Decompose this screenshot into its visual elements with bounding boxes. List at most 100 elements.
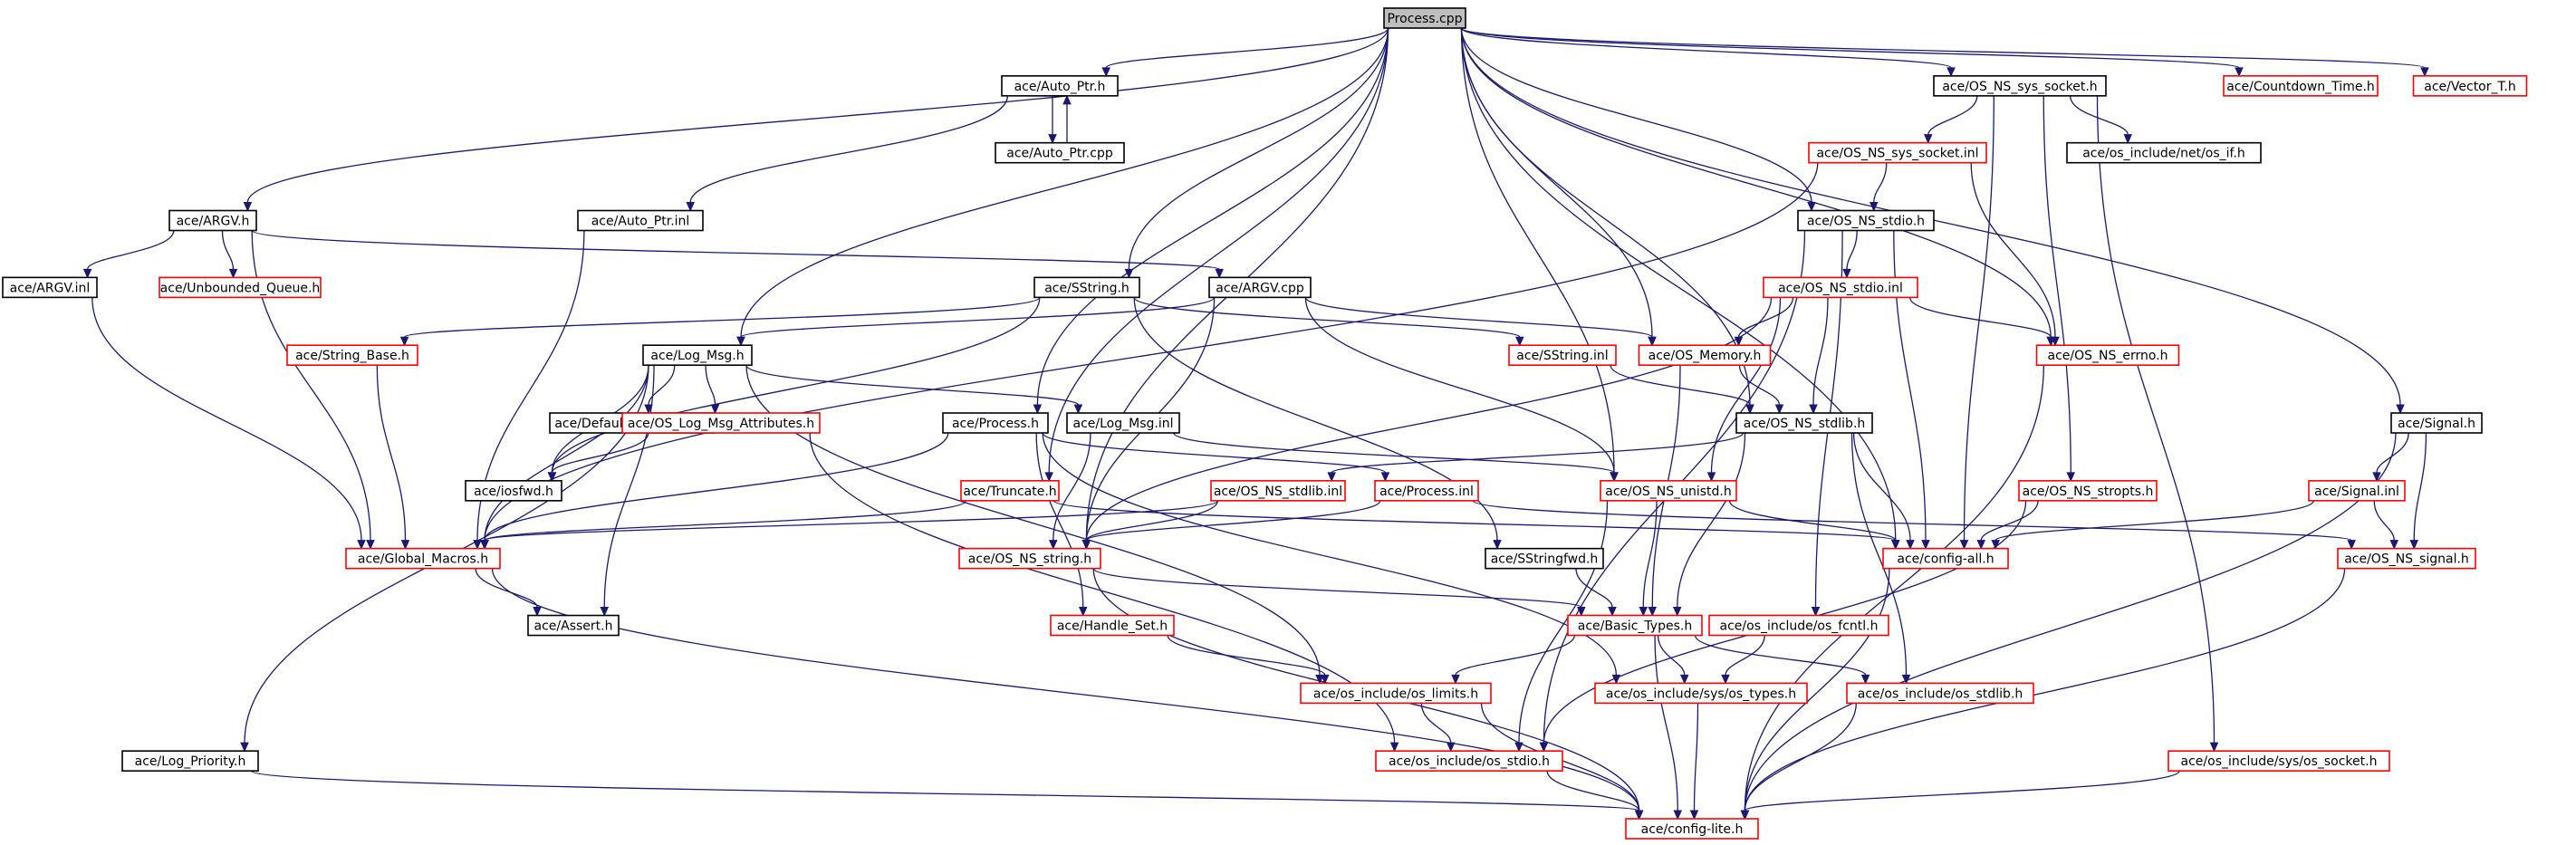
edge-line <box>1128 27 1389 270</box>
edge-os-include-os-limits-h-to-os-include-os-stdio-h <box>1420 703 1456 753</box>
edge-arrowhead <box>1577 607 1586 617</box>
node-unbounded-queue-h[interactable]: ace/Unbounded_Queue.h <box>159 276 322 299</box>
node-sstring-h[interactable]: ace/SString.h <box>1033 276 1140 299</box>
node-os-include-os-stdio-h[interactable]: ace/os_include/os_stdio.h <box>1375 750 1563 772</box>
node-process-inl[interactable]: ace/Process.inl <box>1374 480 1479 502</box>
node-string-base-h[interactable]: ace/String_Base.h <box>286 344 418 366</box>
edge-line <box>1710 297 1782 473</box>
node-argv-cpp[interactable]: ace/ARGV.cpp <box>1208 276 1312 299</box>
node-box <box>1508 344 1617 366</box>
edge-sstring-h-to-sstring-inl <box>1133 296 1524 347</box>
node-os-memory-h[interactable]: ace/OS_Memory.h <box>1638 344 1772 366</box>
edge-arrowhead <box>228 268 238 279</box>
edge-arrowhead <box>1320 674 1330 685</box>
node-os-include-os-limits-h[interactable]: ace/os_include/os_limits.h <box>1300 682 1492 705</box>
node-log-msg-h[interactable]: ace/Log_Msg.h <box>642 344 753 366</box>
node-os-ns-stdio-inl[interactable]: ace/OS_NS_stdio.inl <box>1763 276 1918 299</box>
edge-line <box>86 230 175 270</box>
node-os-ns-stropts-h[interactable]: ace/OS_NS_stropts.h <box>2018 480 2158 502</box>
edge-line <box>745 364 1080 406</box>
node-os-include-os-stdlib-h[interactable]: ace/os_include/os_stdlib.h <box>1846 682 2034 705</box>
node-os-ns-sys-socket-h[interactable]: ace/OS_NS_sys_socket.h <box>1933 75 2107 97</box>
node-os-ns-signal-h[interactable]: ace/OS_NS_signal.h <box>2337 547 2476 570</box>
edge-line <box>1744 703 1857 811</box>
node-os-log-msg-attributes-h[interactable]: ace/OS_Log_Msg_Attributes.h <box>621 412 821 434</box>
node-box <box>1625 818 1759 840</box>
edge-arrowhead <box>1809 404 1818 415</box>
node-auto-ptr-inl[interactable]: ace/Auto_Ptr.inl <box>577 209 704 232</box>
node-label: ace/Basic_Types.h <box>1578 619 1692 634</box>
node-assert-h[interactable]: ace/Assert.h <box>527 614 620 637</box>
node-basic-types-h[interactable]: ace/Basic_Types.h <box>1567 614 1703 637</box>
node-global-macros-h[interactable]: ace/Global_Macros.h <box>345 547 501 570</box>
node-handle-set-h[interactable]: ace/Handle_Set.h <box>1050 614 1175 637</box>
edge-line <box>1744 433 2397 811</box>
node-process-h[interactable]: ace/Process.h <box>942 412 1049 434</box>
node-sstring-inl[interactable]: ace/SString.inl <box>1508 344 1617 366</box>
node-os-ns-string-h[interactable]: ace/OS_NS_string.h <box>958 547 1101 570</box>
edge-line <box>1980 500 2039 541</box>
node-box <box>286 344 418 366</box>
node-os-ns-sys-socket-inl[interactable]: ace/OS_NS_sys_socket.inl <box>1808 141 1987 164</box>
node-truncate-h[interactable]: ace/Truncate.h <box>960 480 1060 502</box>
node-argv-inl[interactable]: ace/ARGV.inl <box>2 276 98 299</box>
node-label: ace/OS_NS_unistd.h <box>1605 485 1732 499</box>
edge-arrowhead <box>240 742 249 753</box>
edge-line <box>1085 297 1773 541</box>
node-label: ace/SStringfwd.h <box>1491 552 1599 567</box>
node-config-lite-h[interactable]: ace/config-lite.h <box>1625 818 1759 840</box>
node-argv-h[interactable]: ace/ARGV.h <box>168 209 257 232</box>
edge-line <box>1048 27 1389 473</box>
node-log-msg-inl[interactable]: ace/Log_Msg.inl <box>1066 412 1180 434</box>
edge-sstring-h-to-iosfwd-h <box>547 297 1041 483</box>
node-label: ace/OS_NS_stdlib.inl <box>1214 485 1342 499</box>
edge-line <box>1133 296 1521 338</box>
node-label: ace/OS_NS_stdio.inl <box>1778 281 1903 295</box>
edge-arrowhead <box>1446 742 1456 753</box>
edge-process-inl-to-os-ns-signal-h <box>1472 500 2356 550</box>
node-os-ns-stdlib-inl[interactable]: ace/OS_NS_stdlib.inl <box>1210 480 1346 502</box>
edge-log-msg-h-to-assert-h <box>600 365 655 617</box>
node-iosfwd-h[interactable]: ace/iosfwd.h <box>465 480 562 502</box>
node-box <box>527 614 620 637</box>
edge-truncate-h-to-global-macros-h <box>480 500 967 550</box>
node-signal-h[interactable]: ace/Signal.h <box>2390 412 2483 434</box>
node-log-priority-h[interactable]: ace/Log_Priority.h <box>121 750 259 772</box>
node-os-include-sys-os-socket-h[interactable]: ace/os_include/sys/os_socket.h <box>2167 750 2390 772</box>
node-vector-t-h[interactable]: ace/Vector_T.h <box>2412 75 2528 97</box>
node-os-ns-stdlib-h[interactable]: ace/OS_NS_stdlib.h <box>1735 412 1873 434</box>
node-box <box>960 480 1060 502</box>
node-os-ns-unistd-h[interactable]: ace/OS_NS_unistd.h <box>1600 480 1737 502</box>
edge-argv-h-to-unbounded-queue-h <box>221 230 238 279</box>
edge-arrowhead <box>2066 472 2076 483</box>
edge-arrowhead <box>1672 607 1682 617</box>
edge-line <box>1105 27 1389 69</box>
node-countdown-time-h[interactable]: ace/Countdown_Time.h <box>2223 75 2379 97</box>
node-label: ace/iosfwd.h <box>474 485 553 499</box>
node-auto-ptr-h[interactable]: ace/Auto_Ptr.h <box>1001 75 1119 97</box>
edge-line <box>403 296 1041 338</box>
node-process-cpp[interactable]: Process.cpp <box>1383 7 1466 29</box>
node-os-include-net-os-if-h[interactable]: ace/os_include/net/os_if.h <box>2066 141 2262 164</box>
edge-arrowhead <box>1610 472 1619 483</box>
edge-os-ns-sys-socket-inl-to-os-ns-stdio-h <box>1869 162 1888 212</box>
node-os-include-sys-os-types-h[interactable]: ace/os_include/sys/os_types.h <box>1594 682 1808 705</box>
node-box <box>168 209 257 232</box>
edge-log-msg-inl-to-os-ns-unistd-h <box>1173 432 1619 483</box>
node-box <box>1797 209 1935 232</box>
edge-process-cpp-to-auto-ptr-h <box>1101 27 1389 78</box>
node-sstringfwd-h[interactable]: ace/SStringfwd.h <box>1485 547 1604 570</box>
node-os-include-os-fcntl-h[interactable]: ace/os_include/os_fcntl.h <box>1708 614 1889 637</box>
edge-line <box>1460 27 2240 69</box>
node-signal-inl[interactable]: ace/Signal.inl <box>2308 480 2406 502</box>
edge-line <box>376 365 407 541</box>
edge-os-include-sys-os-types-h-to-config-lite-h <box>1689 703 1699 821</box>
node-auto-ptr-cpp[interactable]: ace/Auto_Ptr.cpp <box>995 141 1125 164</box>
node-box <box>2035 344 2180 366</box>
node-label: ace/os_include/net/os_if.h <box>2082 147 2245 161</box>
node-config-all-h[interactable]: ace/config-all.h <box>1882 547 2009 570</box>
node-label: ace/SString.inl <box>1516 349 1608 363</box>
edge-line <box>1460 27 1952 69</box>
node-os-ns-stdio-h[interactable]: ace/OS_NS_stdio.h <box>1797 209 1935 232</box>
node-os-ns-errno-h[interactable]: ace/OS_NS_errno.h <box>2035 344 2180 366</box>
